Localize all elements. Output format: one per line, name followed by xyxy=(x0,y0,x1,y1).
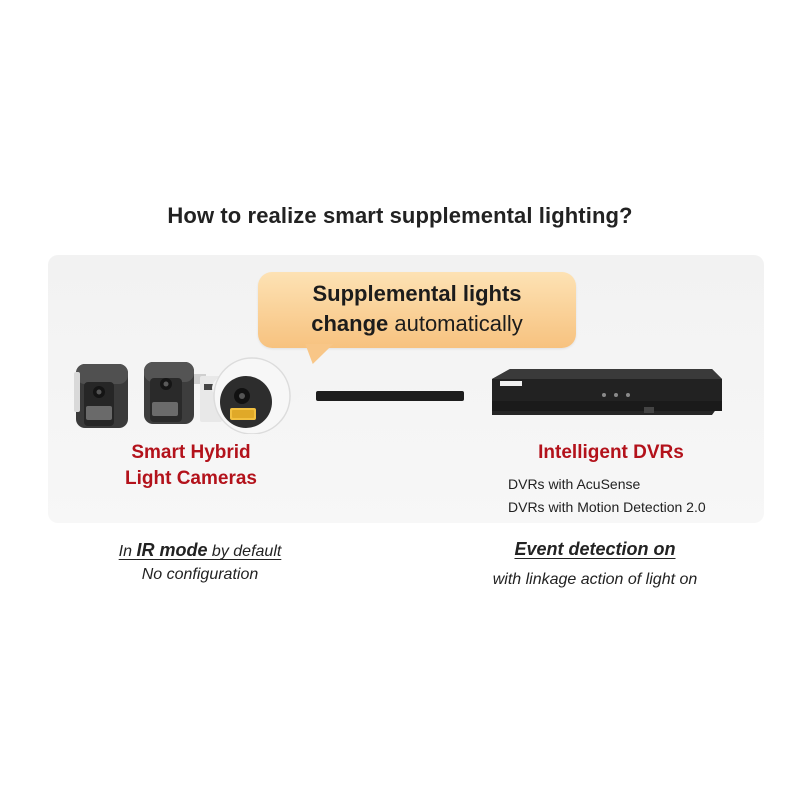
cameras-title-line2: Light Cameras xyxy=(125,468,257,489)
bubble-bold-word: change xyxy=(311,311,389,336)
dvr-subtitle-motion: DVRs with Motion Detection 2.0 xyxy=(508,499,706,515)
right-note-line2: with linkage action of light on xyxy=(492,571,698,588)
dvr-device-icon xyxy=(492,369,722,415)
left-note-suffix: by default xyxy=(207,543,282,560)
left-note-line1: In IR mode by default xyxy=(80,540,320,561)
cameras-illustration xyxy=(74,357,304,434)
bubble-text-line2: change automatically xyxy=(258,311,576,337)
bubble-rest-text: automatically xyxy=(388,311,523,336)
left-note-prefix: In xyxy=(118,543,137,560)
left-note-line2: No configuration xyxy=(141,566,259,583)
connection-cable xyxy=(316,391,464,401)
cameras-title-line1: Smart Hybrid xyxy=(131,442,251,463)
dvr-subtitle-acusense: DVRs with AcuSense xyxy=(508,476,641,492)
left-note-underlined: In IR mode by default xyxy=(118,540,282,560)
speech-bubble xyxy=(258,272,576,348)
bubble-text-line1: Supplemental lights xyxy=(312,281,522,306)
dvrs-title: Intelligent DVRs xyxy=(538,442,684,463)
page-title: How to realize smart supplemental lighti… xyxy=(167,203,633,228)
right-note-line1: Event detection on xyxy=(430,539,760,560)
right-note-title: Event detection on xyxy=(514,539,676,559)
dvr-illustration xyxy=(492,369,722,415)
bullet-camera-icon xyxy=(74,364,128,428)
cameras-title: Smart Hybrid Light Cameras xyxy=(96,440,286,492)
bullet-camera-icon xyxy=(144,362,206,424)
dome-camera-icon xyxy=(200,357,304,434)
left-note-bold: IR mode xyxy=(136,540,208,560)
